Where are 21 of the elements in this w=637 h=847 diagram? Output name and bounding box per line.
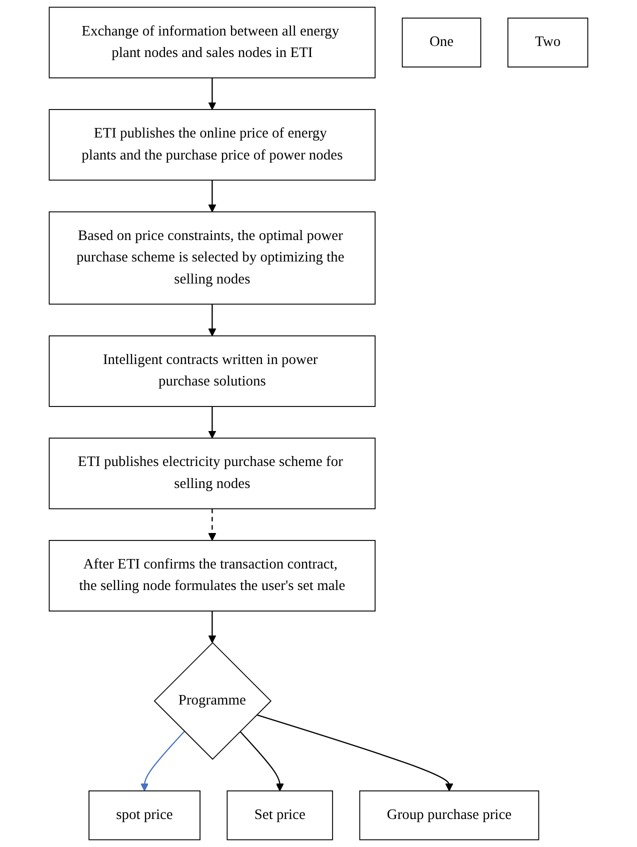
node-box [48,438,376,510]
node-box [48,540,376,612]
arrow [208,508,216,541]
arrow [240,730,284,792]
node-box [48,6,376,78]
node-box [48,109,376,181]
arrow [208,304,216,336]
node-box [226,790,334,840]
arrow [208,180,216,212]
node-box [88,790,200,840]
node-box [507,18,588,68]
node-box [48,335,376,407]
node-diamond [154,642,272,760]
arrow [208,78,216,110]
arrow [140,730,185,792]
arrow [256,714,454,792]
arrow [208,611,216,644]
node-box [402,18,482,68]
node-box [48,211,376,305]
node-box [359,790,540,840]
arrow [208,406,216,438]
